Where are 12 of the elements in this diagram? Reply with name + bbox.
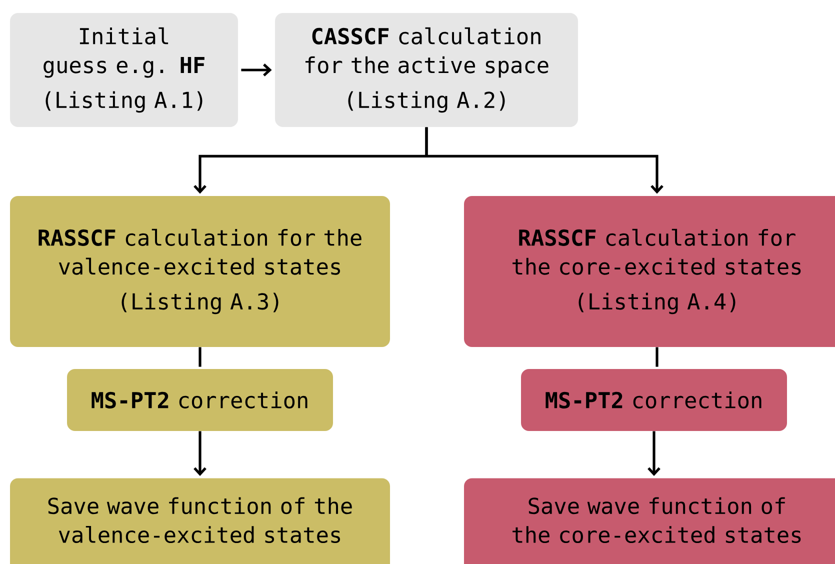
arrow <box>194 431 206 476</box>
arrow <box>648 431 660 476</box>
process-box: MS-PT2 correction <box>67 369 333 431</box>
process-box: CASSCF calculation for the active space (Listing A.2) <box>275 13 578 127</box>
process-box: RASSCF calculation for the valence-excited states (Listing A.3) <box>10 196 390 347</box>
arrow <box>241 64 272 76</box>
process-box: Save wave function of the core-excited states <box>464 478 835 564</box>
process-box: Save wave function of the valence-excited states <box>10 478 390 564</box>
process-box: RASSCF calculation for the core-excited states (Listing A.4) <box>464 196 835 347</box>
process-box: MS-PT2 correction <box>521 369 787 431</box>
arrow <box>425 127 664 194</box>
process-box: Initial guess e.g. HF (Listing A.1) <box>10 13 238 127</box>
